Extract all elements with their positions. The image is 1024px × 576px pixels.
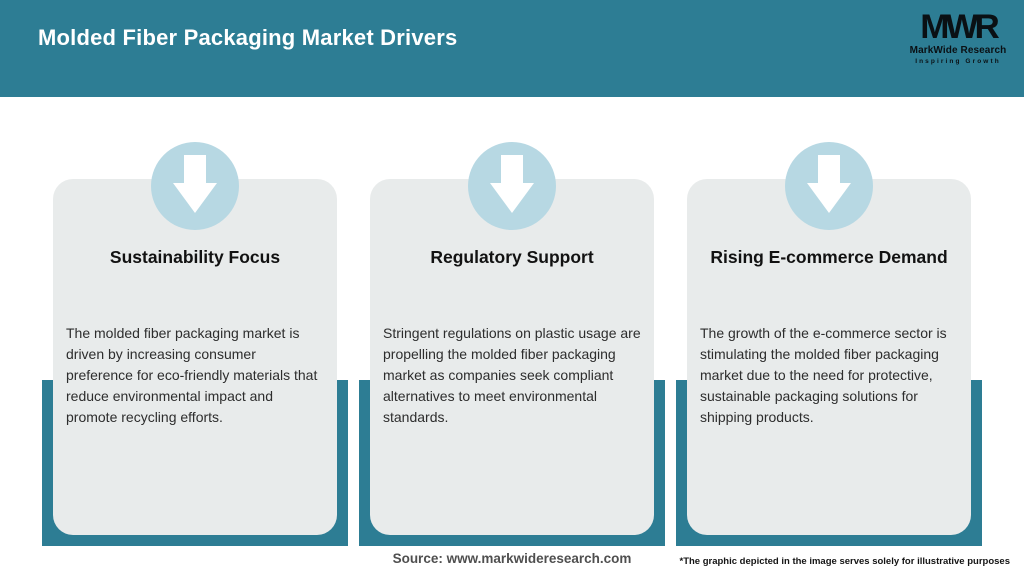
driver-description: The molded fiber packaging market is dri… <box>66 325 318 425</box>
driver-card-regulatory: Regulatory Support Stringent regulations… <box>359 97 665 576</box>
drivers-section: Sustainability Focus The molded fiber pa… <box>0 97 1024 576</box>
markwide-research-logo: MWR MarkWide Research Inspiring Growth <box>908 8 1008 65</box>
disclaimer-text: *The graphic depicted in the image serve… <box>679 556 1011 567</box>
page-title: Molded Fiber Packaging Market Drivers <box>38 25 458 50</box>
driver-card-body: Sustainability Focus The molded fiber pa… <box>53 179 337 535</box>
driver-title: Rising E-commerce Demand <box>710 247 948 267</box>
driver-title: Regulatory Support <box>430 247 594 267</box>
logo-name: MarkWide Research <box>909 45 1007 56</box>
driver-card-body: Regulatory Support Stringent regulations… <box>370 179 654 535</box>
header-banner: Molded Fiber Packaging Market Drivers MW… <box>0 0 1024 97</box>
driver-card-body: Rising E-commerce Demand The growth of t… <box>687 179 971 535</box>
driver-title: Sustainability Focus <box>109 247 281 267</box>
logo-tagline: Inspiring Growth <box>915 58 1001 65</box>
driver-description: The growth of the e-commerce sector is s… <box>700 325 947 425</box>
down-arrow-icon <box>468 142 556 230</box>
source-text: Source: www.markwideresearch.com <box>392 551 632 566</box>
down-arrow-icon <box>151 142 239 230</box>
driver-card-ecommerce: Rising E-commerce Demand The growth of t… <box>676 97 982 576</box>
driver-description: Stringent regulations on plastic usage a… <box>383 325 641 425</box>
logo-monogram: MWR <box>920 7 999 46</box>
down-arrow-icon <box>785 142 873 230</box>
driver-card-sustainability: Sustainability Focus The molded fiber pa… <box>42 97 348 576</box>
